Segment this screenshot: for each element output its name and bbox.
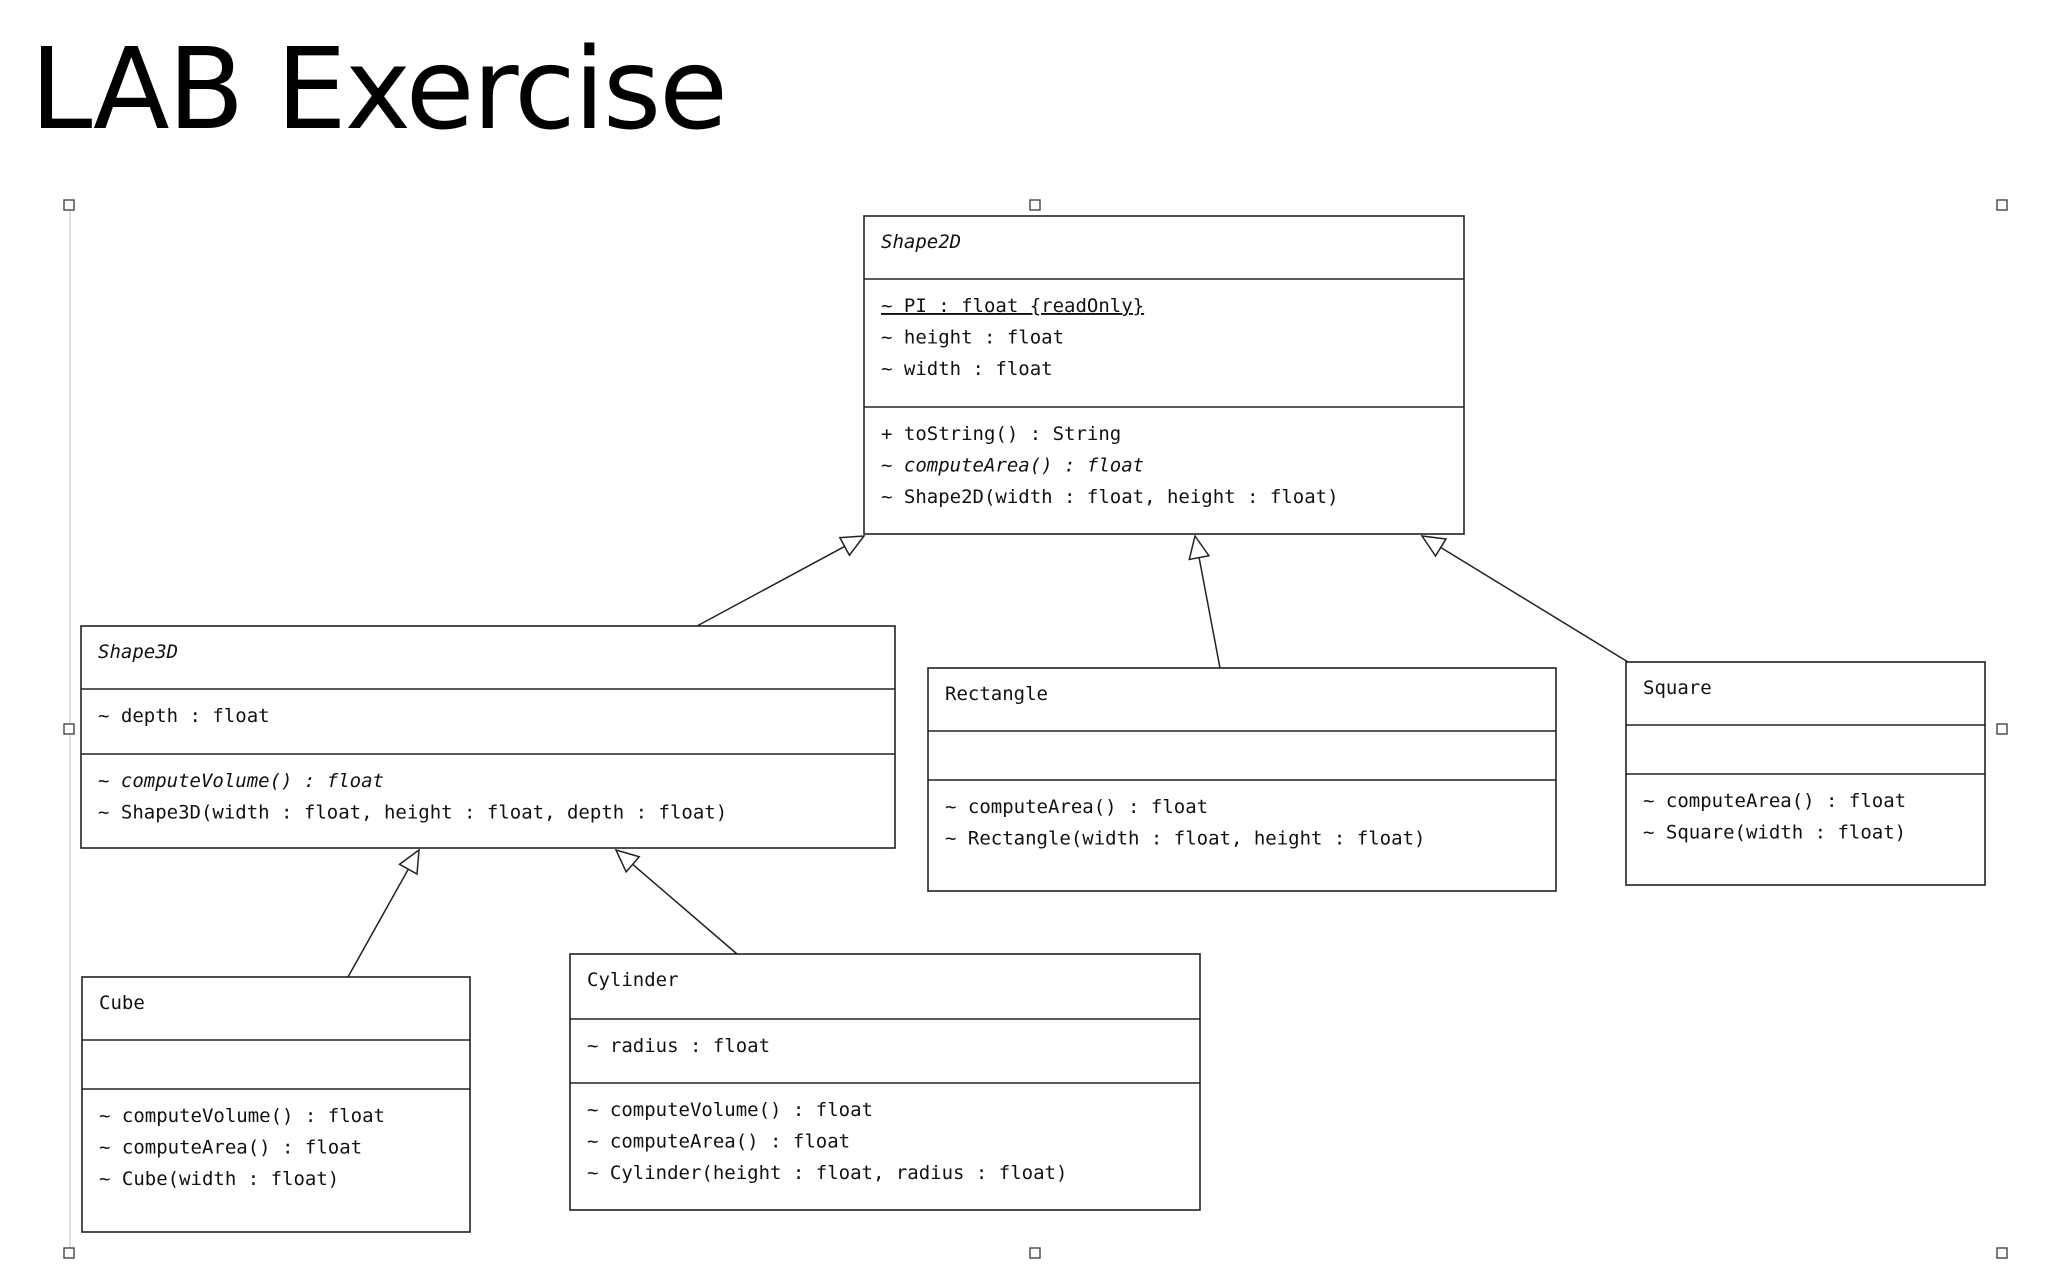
class-attribute: ~ depth : float [98, 705, 270, 727]
generalization-line [632, 863, 738, 955]
class-method: ~ Rectangle(width : float, height : floa… [945, 828, 1425, 850]
class-box-cube[interactable]: Cube ~ computeVolume() : float ~ computeAr… [81, 976, 471, 1233]
resize-handle[interactable] [1996, 723, 2008, 735]
class-box-shape3d[interactable]: Shape3D ~ depth : float ~ computeVolume() … [80, 625, 896, 849]
class-name: Square [1643, 677, 1712, 699]
class-name: Cylinder [587, 969, 679, 991]
resize-handle[interactable] [1996, 199, 2008, 211]
inheritance-arrowhead [398, 848, 420, 876]
class-method: ~ computeArea() : float [1643, 790, 1906, 812]
class-box-cylinder[interactable]: Cylinder ~ radius : float ~ computeVolume(… [569, 953, 1201, 1211]
class-method: ~ Shape2D(width : float, height : float) [881, 486, 1339, 508]
inheritance-arrowhead [838, 535, 866, 557]
inheritance-arrowhead [1420, 535, 1448, 558]
generalization-line [696, 545, 845, 627]
class-box-border [863, 215, 1465, 535]
class-box-border [81, 976, 471, 1233]
class-name: Shape3D [98, 641, 178, 663]
class-attribute: ~ height : float [881, 327, 1064, 349]
class-method: ~ Square(width : float) [1643, 822, 1906, 844]
resize-handle[interactable] [1996, 1247, 2008, 1259]
class-box-border [569, 953, 1201, 1211]
class-method: ~ computeVolume() : float [98, 770, 384, 792]
class-box-square[interactable]: Square ~ computeArea() : float ~ Square(wi… [1625, 661, 1986, 886]
inheritance-arrowhead [1188, 534, 1211, 561]
class-method: ~ Shape3D(width : float, height : float,… [98, 802, 727, 824]
generalization-line [1198, 557, 1221, 669]
resize-handle[interactable] [63, 199, 75, 211]
class-method: ~ Cube(width : float) [99, 1168, 339, 1190]
generalization-cube-to-shape3d[interactable] [347, 848, 420, 978]
selection-frame [63, 199, 2008, 1259]
class-boxes: Shape2D ~ PI : float {readOnly} ~ height :… [80, 215, 1986, 1233]
generalization-shape3d-to-shape2d[interactable] [696, 535, 866, 627]
resize-handle[interactable] [1029, 1247, 1041, 1259]
class-method: ~ computeVolume() : float [99, 1105, 385, 1127]
class-method: ~ computeArea() : float [881, 455, 1144, 477]
class-name: Rectangle [945, 683, 1048, 705]
class-box-shape2d[interactable]: Shape2D ~ PI : float {readOnly} ~ height :… [863, 215, 1465, 535]
class-name: Shape2D [881, 231, 961, 253]
class-method: ~ computeArea() : float [99, 1137, 362, 1159]
resize-handle[interactable] [63, 723, 75, 735]
class-method: ~ Cylinder(height : float, radius : floa… [587, 1162, 1067, 1184]
class-box-rectangle[interactable]: Rectangle ~ computeArea() : float ~ Rectan… [927, 667, 1557, 892]
class-attribute: ~ width : float [881, 358, 1053, 380]
generalization-square-to-shape2d[interactable] [1420, 535, 1629, 663]
class-method: ~ computeArea() : float [945, 796, 1208, 818]
inheritance-edges [347, 534, 1629, 978]
resize-handle[interactable] [63, 1247, 75, 1259]
resize-handle[interactable] [1029, 199, 1041, 211]
class-name: Cube [99, 992, 145, 1014]
class-attribute: ~ PI : float {readOnly} [881, 295, 1144, 317]
generalization-cylinder-to-shape3d[interactable] [614, 848, 738, 955]
slide-title: LAB Exercise [30, 25, 728, 155]
generalization-rectangle-to-shape2d[interactable] [1188, 534, 1221, 669]
generalization-line [347, 868, 409, 978]
class-attribute: ~ radius : float [587, 1035, 770, 1057]
class-method: ~ computeVolume() : float [587, 1099, 873, 1121]
inheritance-arrowhead [614, 848, 641, 874]
class-box-border [80, 625, 896, 849]
class-method: ~ computeArea() : float [587, 1131, 850, 1153]
class-method: + toString() : String [881, 423, 1121, 445]
generalization-line [1440, 546, 1629, 663]
